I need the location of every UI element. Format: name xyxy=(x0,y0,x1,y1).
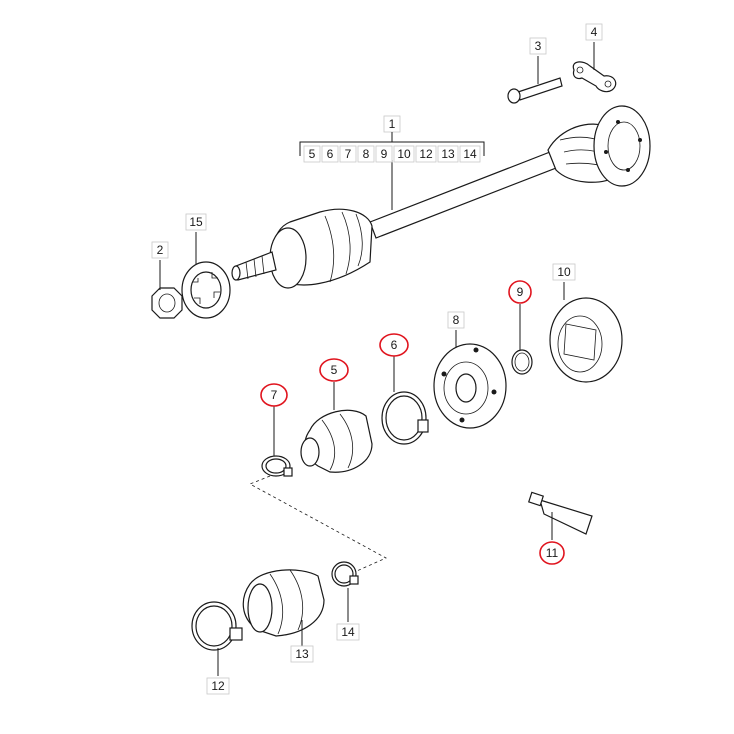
label-3: 3 xyxy=(529,37,547,55)
svg-text:5: 5 xyxy=(331,363,338,377)
kit-member-text: 12 xyxy=(419,147,433,161)
nut-part[interactable] xyxy=(151,260,183,319)
svg-text:7: 7 xyxy=(271,388,278,402)
grease-tube-part[interactable] xyxy=(527,491,593,540)
kit-member-text: 6 xyxy=(327,147,334,161)
retaining-plate-part[interactable] xyxy=(572,42,617,93)
label-8: 8 xyxy=(447,311,465,329)
label-6: 6 xyxy=(379,333,409,357)
svg-text:9: 9 xyxy=(517,285,524,299)
label-9: 9 xyxy=(508,280,532,304)
kit-member-10: 10 xyxy=(393,145,415,163)
kit-member-text: 14 xyxy=(463,147,477,161)
small-clamp-part[interactable] xyxy=(261,406,293,477)
joint-housing-part[interactable] xyxy=(433,330,507,429)
svg-text:13: 13 xyxy=(295,647,309,661)
label-12: 12 xyxy=(206,677,230,695)
kit-member-text: 5 xyxy=(309,147,316,161)
kit-member-12: 12 xyxy=(415,145,437,163)
svg-text:6: 6 xyxy=(391,338,398,352)
label-2: 2 xyxy=(151,241,169,259)
label-14: 14 xyxy=(336,623,360,641)
svg-text:10: 10 xyxy=(557,265,571,279)
outer-clamp-part[interactable] xyxy=(191,601,243,676)
lock-washer-part[interactable] xyxy=(181,232,231,319)
outer-small-clamp-part[interactable] xyxy=(331,561,359,622)
drive-shaft-assembly[interactable] xyxy=(231,105,651,289)
kit-member-7: 7 xyxy=(339,145,357,163)
kit-member-text: 8 xyxy=(363,147,370,161)
svg-text:11: 11 xyxy=(546,546,559,560)
label-11: 11 xyxy=(539,541,565,565)
kit-member-text: 13 xyxy=(441,147,455,161)
kit-member-14: 14 xyxy=(459,145,481,163)
kit-member-text: 7 xyxy=(345,147,352,161)
kit-member-13: 13 xyxy=(437,145,459,163)
svg-text:1: 1 xyxy=(389,117,396,131)
label-15: 15 xyxy=(185,213,207,231)
svg-text:12: 12 xyxy=(211,679,225,693)
svg-text:2: 2 xyxy=(157,243,164,257)
svg-text:3: 3 xyxy=(535,39,542,53)
bolt-part[interactable] xyxy=(507,56,563,104)
kit-member-text: 10 xyxy=(397,147,411,161)
svg-text:8: 8 xyxy=(453,313,460,327)
circlip-part[interactable] xyxy=(511,304,533,375)
label-4: 4 xyxy=(585,23,603,41)
label-5: 5 xyxy=(319,358,349,382)
kit-member-8: 8 xyxy=(357,145,375,163)
large-clamp-part[interactable] xyxy=(381,356,429,445)
label-13: 13 xyxy=(290,645,314,663)
svg-text:15: 15 xyxy=(189,215,203,229)
svg-text:14: 14 xyxy=(341,625,355,639)
label-10: 10 xyxy=(552,263,576,281)
dashed-connection xyxy=(249,475,387,575)
svg-text:4: 4 xyxy=(591,25,598,39)
outer-boot-part[interactable] xyxy=(242,569,325,646)
cv-boot-part[interactable] xyxy=(300,382,373,473)
kit-label: 1 xyxy=(299,115,485,156)
label-7: 7 xyxy=(260,383,288,407)
kit-member-6: 6 xyxy=(321,145,339,163)
kit-member-5: 5 xyxy=(303,145,321,163)
kit-member-9: 9 xyxy=(375,145,393,163)
inner-joint-part[interactable] xyxy=(549,282,623,383)
kit-member-text: 9 xyxy=(381,147,388,161)
